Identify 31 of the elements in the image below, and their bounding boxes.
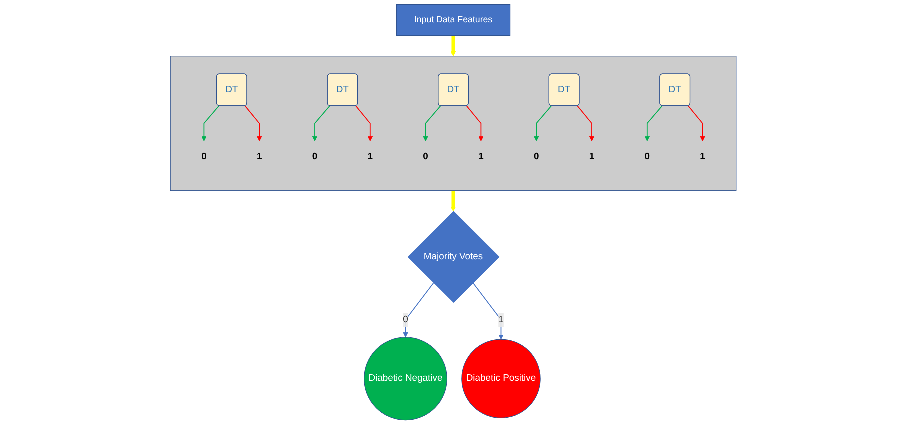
arrow (688, 106, 706, 142)
node-text: 0 (423, 152, 428, 162)
cluster (170, 56, 737, 192)
node-text: 0 (202, 152, 207, 162)
arrow (356, 106, 373, 142)
arrow (450, 190, 456, 212)
edge-label: 0 (403, 314, 408, 325)
node-text: 0 (312, 152, 318, 162)
node-diamond: Majority Votes (408, 211, 500, 304)
arrow (450, 36, 456, 57)
node-text: 0 (534, 152, 540, 162)
arrow (202, 106, 220, 142)
node-circle: Diabetic Positive (462, 339, 541, 418)
node-box: Input Data Features (396, 4, 511, 36)
arrow (423, 106, 442, 142)
arrow (244, 106, 262, 142)
arrow (534, 106, 552, 142)
arrow (644, 106, 663, 142)
node-text: 1 (700, 152, 706, 162)
arrow (577, 106, 595, 142)
node-text: 1 (478, 152, 484, 162)
arrow (403, 282, 434, 338)
node-text: 1 (368, 152, 374, 162)
node-circle: Diabetic Negative (364, 337, 448, 421)
arrow (472, 282, 504, 340)
node-text: 1 (589, 152, 595, 162)
node-text: 1 (256, 152, 262, 162)
edge-label: 1 (498, 314, 504, 325)
arrow (466, 106, 484, 142)
node-text: 0 (644, 152, 650, 162)
arrow (312, 106, 330, 142)
